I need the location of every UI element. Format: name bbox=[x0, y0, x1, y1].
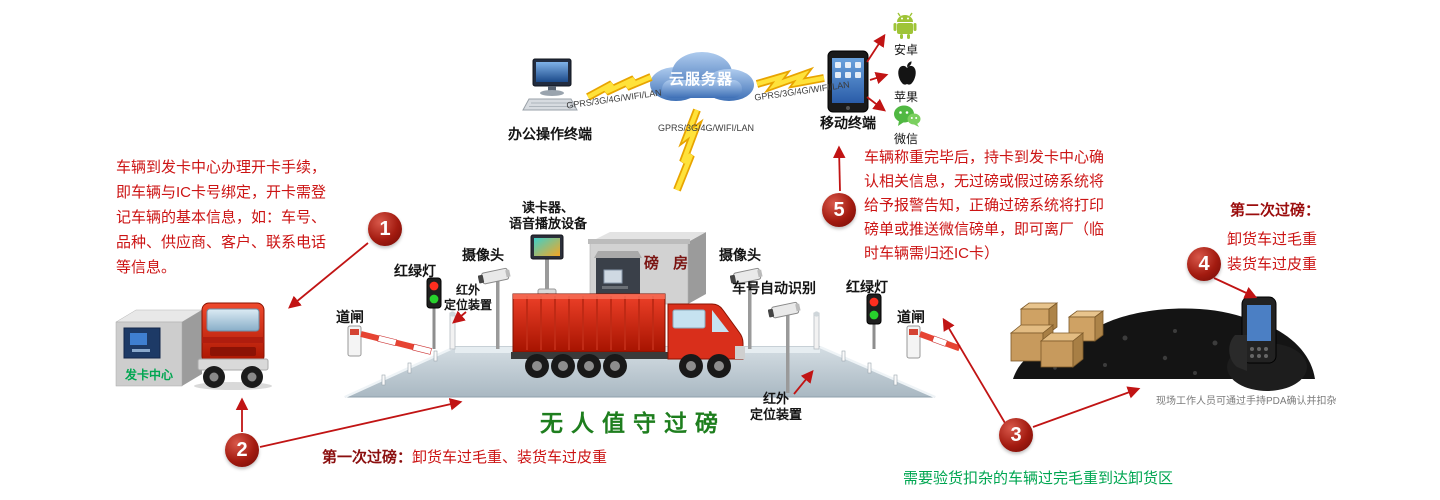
card-reader-line2: 语音播放设备 bbox=[508, 216, 587, 231]
note-line: 时车辆需归还IC卡） bbox=[864, 245, 1000, 262]
card-center-building: 发卡中心 bbox=[110, 300, 206, 390]
infrared-right-label: 红外 定位装置 bbox=[744, 391, 808, 423]
note-line: 记车辆的基本信息，如：车号、 bbox=[116, 209, 327, 226]
traffic-light-right-label: 红绿灯 bbox=[846, 279, 888, 295]
unloading-area bbox=[995, 283, 1325, 395]
android-label: 安卓 bbox=[893, 43, 918, 57]
first-weigh-text: 卸货车过毛重、装货车过皮重 bbox=[412, 449, 608, 466]
note-line: 给予报警告知，正确过磅系统将打印 bbox=[864, 197, 1105, 214]
traffic-light-left-label: 红绿灯 bbox=[394, 263, 436, 279]
card-center-building-icon bbox=[115, 309, 203, 387]
weighing-complete-note: 车辆称重完毕后，持卡到发卡中心确 认相关信息，无过磅或假过磅系统将 给予报警告知… bbox=[864, 146, 1104, 266]
truck-front-view bbox=[190, 297, 276, 391]
office-terminal bbox=[492, 58, 608, 121]
step-5-badge: 5 bbox=[822, 193, 856, 227]
note-line: 车辆到发卡中心办理开卡手续， bbox=[116, 159, 327, 176]
card-issue-note: 车辆到发卡中心办理开卡手续， 即车辆与IC卡号绑定，开卡需登 记车辆的基本信息，… bbox=[116, 155, 326, 280]
office-terminal-label: 办公操作终端 bbox=[508, 126, 592, 142]
camera-right-label: 摄像头 bbox=[719, 247, 761, 263]
step-2-badge: 2 bbox=[225, 433, 259, 467]
wechat-icon bbox=[893, 104, 921, 133]
step-3-badge: 3 bbox=[999, 418, 1033, 452]
anpr-label: 车号自动识别 bbox=[732, 280, 816, 296]
pda-caption: 现场工作人员可通过手持PDA确认并扣杂 bbox=[1156, 396, 1337, 407]
gprs-label-down: GPRS/3G/4G/WIFI/LAN bbox=[658, 123, 755, 133]
hand-with-pda-icon bbox=[1227, 296, 1307, 391]
card-center-label: 发卡中心 bbox=[124, 368, 173, 382]
apple-label: 苹果 bbox=[893, 90, 918, 104]
card-reader-line1: 读卡器、 bbox=[521, 200, 574, 215]
infrared-right-line2: 定位装置 bbox=[749, 407, 802, 422]
barrier-right-label: 道闸 bbox=[897, 309, 925, 325]
first-weigh-caption: 第一次过磅：卸货车过毛重、装货车过皮重 bbox=[322, 446, 607, 467]
cloud-server-label: 云服务器 bbox=[668, 71, 733, 88]
note-line: 等信息。 bbox=[116, 259, 177, 276]
cloud-server: 云服务器 bbox=[642, 46, 760, 106]
wechat-label: 微信 bbox=[893, 132, 918, 146]
infrared-left-line2: 定位装置 bbox=[443, 298, 492, 312]
anpr-camera bbox=[767, 295, 810, 400]
desktop-computer-icon bbox=[522, 58, 578, 111]
infrared-right-line1: 红外 bbox=[762, 391, 789, 406]
step-4-badge: 4 bbox=[1187, 247, 1221, 281]
barrier-gate-right bbox=[905, 322, 975, 367]
mobile-terminal-label: 移动终端 bbox=[820, 115, 876, 131]
traffic-light-left bbox=[424, 277, 444, 356]
infrared-pole-right bbox=[813, 312, 820, 350]
apple-icon bbox=[895, 60, 919, 92]
first-weigh-prefix: 第一次过磅： bbox=[322, 449, 413, 466]
infrared-left-label: 红外 定位装置 bbox=[436, 283, 500, 313]
note-line: 认相关信息，无过磅或假过磅系统将 bbox=[864, 173, 1105, 190]
barrier-left-label: 道闸 bbox=[336, 309, 364, 325]
infrared-pole-left bbox=[449, 312, 456, 350]
camera-left-label: 摄像头 bbox=[462, 247, 504, 263]
camera-right bbox=[729, 261, 772, 356]
infrared-left-line1: 红外 bbox=[455, 283, 480, 297]
note-line: 磅单或推送微信磅单，即可离厂（临 bbox=[864, 221, 1105, 238]
cloud-icon bbox=[650, 52, 754, 101]
camera-left bbox=[477, 261, 520, 356]
android-icon bbox=[892, 12, 918, 45]
second-weigh-line1: 卸货车过毛重 bbox=[1227, 231, 1318, 248]
barrier-gate-left bbox=[346, 322, 438, 365]
step-1-badge: 1 bbox=[368, 212, 402, 246]
headline-unattended-weighing: 无人值守过磅 bbox=[540, 410, 726, 436]
note-line: 品种、供应商、客户、联系电话 bbox=[116, 234, 327, 251]
note-line: 车辆称重完毕后，持卡到发卡中心确 bbox=[864, 149, 1105, 166]
weigh-house-label: 磅 房 bbox=[644, 255, 694, 272]
second-weigh-line2: 装货车过皮重 bbox=[1227, 256, 1318, 273]
traffic-light-right bbox=[864, 293, 884, 356]
tablet-icon bbox=[827, 50, 869, 113]
second-weigh-title: 第二次过磅： bbox=[1230, 202, 1321, 219]
truck-side-view bbox=[505, 290, 755, 385]
mobile-terminal bbox=[826, 50, 870, 114]
card-reader-label: 读卡器、 语音播放设备 bbox=[500, 200, 596, 232]
unload-area-caption: 需要验货扣杂的车辆过完毛重到达卸货区 bbox=[903, 470, 1174, 487]
cargo-boxes bbox=[1009, 302, 1105, 368]
note-line: 即车辆与IC卡号绑定，开卡需登 bbox=[116, 184, 327, 201]
